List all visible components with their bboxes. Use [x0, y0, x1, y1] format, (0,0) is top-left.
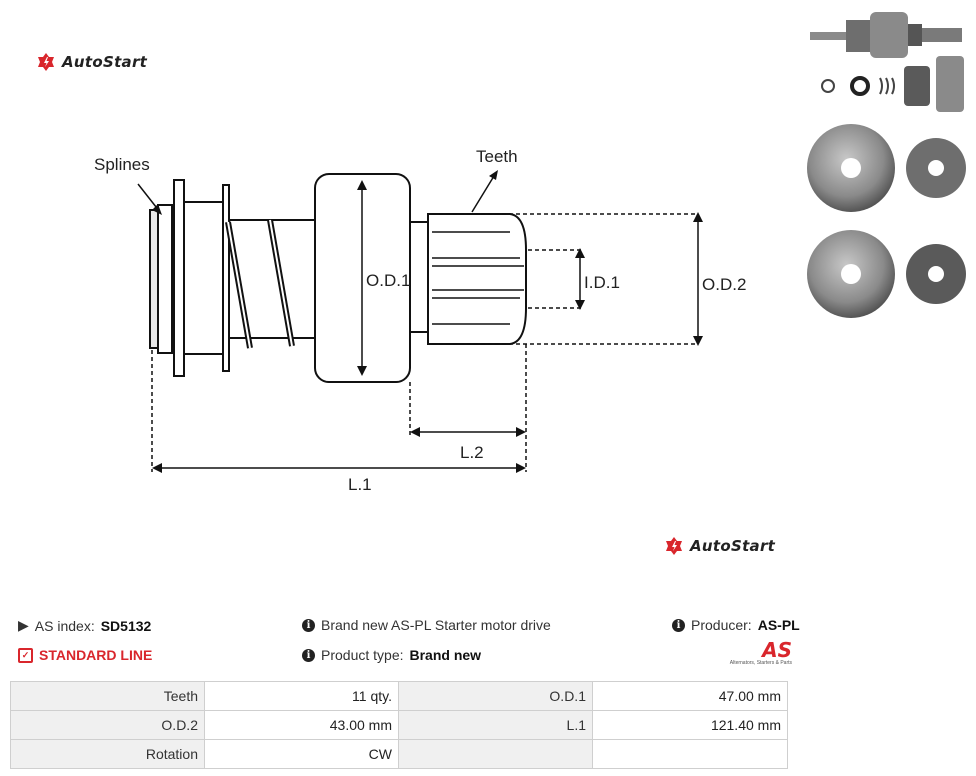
- spec-label: L.1: [398, 710, 593, 740]
- tags-icon: ▶: [18, 617, 29, 633]
- brand-logo-bottom: AutoStart: [664, 536, 775, 556]
- producer-logo-text: AS: [762, 638, 792, 662]
- teeth-label: Teeth: [476, 147, 518, 166]
- od1-label: O.D.1: [366, 271, 410, 290]
- spec-value: 11 qty.: [204, 681, 399, 711]
- spec-label: Teeth: [10, 681, 205, 711]
- table-row: O.D.2 43.00 mm L.1 121.40 mm: [10, 710, 788, 740]
- l1-label: L.1: [348, 475, 372, 494]
- as-index-label: AS index:: [34, 617, 95, 634]
- spline-collar: [149, 209, 159, 349]
- spec-value: [592, 739, 788, 769]
- spec-label: Rotation: [10, 739, 205, 769]
- spec-value: 47.00 mm: [592, 681, 788, 711]
- l2-label: L.2: [460, 443, 484, 462]
- brand-name: AutoStart: [690, 537, 776, 555]
- specs-table: Teeth 11 qty. O.D.1 47.00 mm O.D.2 43.00…: [10, 681, 788, 769]
- technical-diagram: Splines Teeth O.D.1 I.D.1 O.D.2 L.2 L.1: [94, 147, 746, 494]
- info-icon: i: [302, 648, 315, 662]
- od2-label: O.D.2: [702, 275, 746, 294]
- producer: i Producer: AS-PL: [672, 617, 800, 633]
- spec-value: CW: [204, 739, 399, 769]
- brand-icon: [666, 537, 682, 555]
- producer-tagline: Alternators, Starters & Parts: [729, 660, 792, 666]
- spec-label: O.D.1: [398, 681, 593, 711]
- brand-icon: [38, 53, 54, 71]
- info-icon: i: [672, 618, 685, 632]
- drive-flange: [173, 179, 185, 377]
- check-square-icon: ✓: [18, 647, 33, 663]
- assembled-drive-photo: [810, 12, 962, 58]
- large-gear-photo-2: [807, 230, 895, 318]
- product-type-value: Brand new: [409, 647, 482, 663]
- pinion-photo-2: [906, 244, 966, 304]
- description: i Brand new AS-PL Starter motor drive: [302, 617, 551, 633]
- spec-value: 43.00 mm: [204, 710, 399, 740]
- info-icon: i: [302, 618, 315, 632]
- producer-value: AS-PL: [757, 617, 800, 633]
- as-index-value: SD5132: [100, 617, 152, 634]
- product-photos: [806, 6, 970, 326]
- producer-label: Producer:: [691, 617, 752, 633]
- brand-logo-top: AutoStart: [36, 52, 147, 72]
- id1-label: I.D.1: [584, 273, 620, 292]
- product-type: i Product type: Brand new: [302, 647, 481, 663]
- producer-logo: AS Alternators, Starters & Parts: [716, 640, 792, 667]
- spec-label: [398, 739, 593, 769]
- as-index: ▶ AS index: SD5132: [18, 617, 151, 634]
- standard-line-label: STANDARD LINE: [39, 647, 153, 663]
- table-row: Rotation CW: [10, 739, 788, 769]
- pinion-photo-1: [906, 138, 966, 198]
- pinion-gear: [427, 213, 527, 345]
- disassembled-parts-photo: [821, 56, 964, 112]
- spec-label: O.D.2: [10, 710, 205, 740]
- table-row: Teeth 11 qty. O.D.1 47.00 mm: [10, 681, 788, 711]
- standard-line-badge: ✓ STANDARD LINE: [18, 647, 152, 663]
- brand-name: AutoStart: [62, 53, 148, 71]
- spec-value: 121.40 mm: [592, 710, 788, 740]
- description-text: Brand new AS-PL Starter motor drive: [321, 617, 551, 633]
- large-gear-photo-1: [807, 124, 895, 212]
- splines-label: Splines: [94, 155, 150, 174]
- product-type-label: Product type:: [321, 647, 404, 663]
